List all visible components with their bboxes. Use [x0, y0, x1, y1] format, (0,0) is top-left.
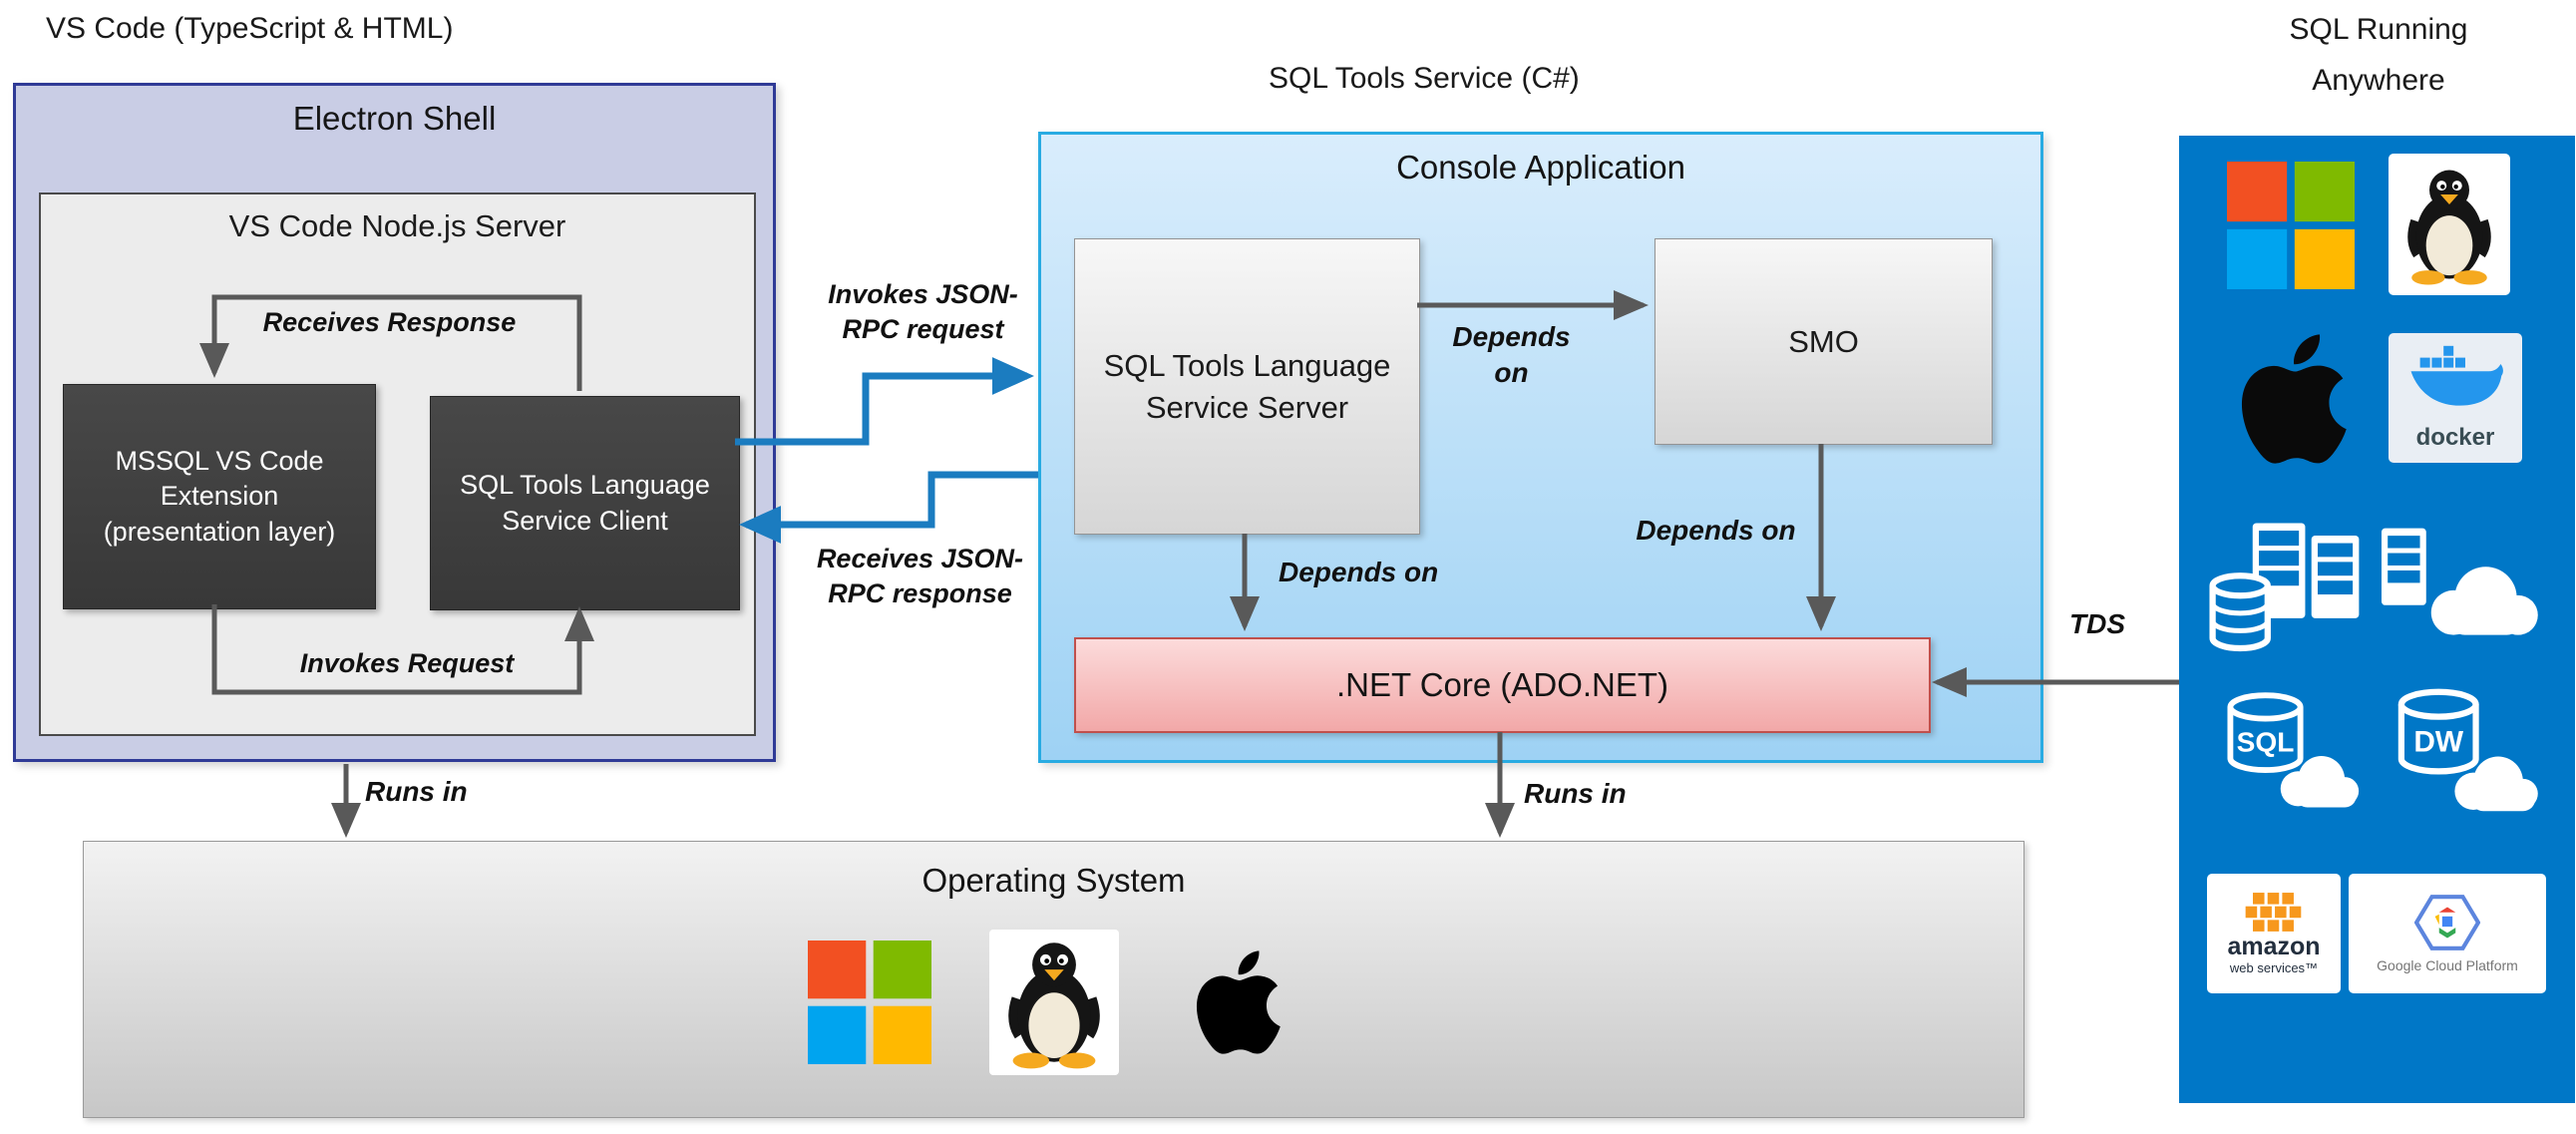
- docker-label: docker: [2415, 424, 2495, 451]
- gcp-icon-panel: Google Cloud Platform: [2349, 874, 2546, 993]
- aws-sublabel: web services™: [2229, 959, 2319, 975]
- receives-jsonrpc-arrow: [739, 471, 1038, 544]
- depends-on-netcore-label: Depends on: [1279, 557, 1439, 587]
- cloud-servers-icon: [2381, 528, 2538, 635]
- console-application-box: Console Application SQL Tools Language S…: [1038, 132, 2043, 763]
- windows-icon: [2227, 162, 2355, 289]
- vscode-section-title: VS Code (TypeScript & HTML): [46, 12, 454, 45]
- sql-anywhere-title-line2: Anywhere: [2312, 64, 2445, 97]
- operating-system-title: Operating System: [921, 862, 1186, 899]
- aws-cubes-icon: [2245, 893, 2302, 933]
- electron-shell-box: Electron Shell VS Code Node.js Server MS…: [13, 83, 776, 762]
- invokes-jsonrpc-label: Invokes JSON-RPC request: [828, 279, 1018, 345]
- database-servers-icon: [2209, 523, 2360, 652]
- receives-jsonrpc-label: Receives JSON-RPC response: [816, 544, 1024, 609]
- netcore-box: .NET Core (ADO.NET): [1074, 637, 1931, 733]
- smo-box: SMO: [1655, 238, 1993, 445]
- linux-tux-icon: [1007, 943, 1100, 1069]
- depends-on-smo-label: Depends on: [1452, 321, 1571, 389]
- console-application-title: Console Application: [1396, 149, 1685, 186]
- linux-icon-panel: [988, 930, 1119, 1075]
- dw-label: DW: [2413, 725, 2464, 758]
- aws-icon-panel: amazon web services™: [2207, 874, 2341, 993]
- operating-system-box: Operating System: [83, 841, 2024, 1118]
- tds-label: TDS: [2069, 608, 2125, 639]
- runs-in-mid-label: Runs in: [1524, 778, 1627, 809]
- gcp-label: Google Cloud Platform: [2377, 957, 2518, 973]
- linux-icon-panel: [2389, 154, 2510, 295]
- node-server-box: VS Code Node.js Server MSSQL VS Code Ext…: [39, 192, 756, 736]
- gcp-hexagon-icon: [2414, 895, 2480, 950]
- windows-icon: [807, 941, 931, 1064]
- apple-icon: [1196, 950, 1281, 1054]
- language-service-server-box: SQL Tools Language Service Server: [1074, 238, 1420, 535]
- os-icons-row: [84, 930, 2024, 1075]
- mssql-extension-box: MSSQL VS Code Extension (presentation la…: [63, 384, 376, 609]
- aws-label: amazon: [2227, 933, 2321, 961]
- sqltools-section-title: SQL Tools Service (C#): [1269, 62, 1580, 95]
- smo-depends-on-label: Depends on: [1636, 515, 1796, 546]
- invokes-request-label: Invokes Request: [299, 648, 515, 678]
- runs-in-left-label: Runs in: [365, 776, 468, 807]
- docker-whale-icon: [2410, 345, 2503, 406]
- azure-sql-cloud-icon: SQL: [2227, 692, 2360, 808]
- receives-response-label: Receives Response: [262, 307, 517, 337]
- service-client-box: SQL Tools Language Service Client: [430, 396, 740, 610]
- electron-shell-title: Electron Shell: [292, 100, 497, 137]
- apple-icon: [2241, 334, 2347, 464]
- sql-anywhere-box: docker SQL DW: [2179, 136, 2575, 1103]
- node-server-title: VS Code Node.js Server: [228, 208, 566, 243]
- sql-anywhere-section-title: SQL Running Anywhere: [2184, 4, 2573, 106]
- docker-icon-panel: docker: [2389, 333, 2522, 463]
- invokes-jsonrpc-arrow: [735, 357, 1034, 446]
- azure-dw-cloud-icon: DW: [2397, 688, 2538, 812]
- sql-label: SQL: [2237, 726, 2295, 757]
- sql-anywhere-title-line1: SQL Running: [2289, 13, 2468, 46]
- linux-tux-icon: [2407, 170, 2491, 285]
